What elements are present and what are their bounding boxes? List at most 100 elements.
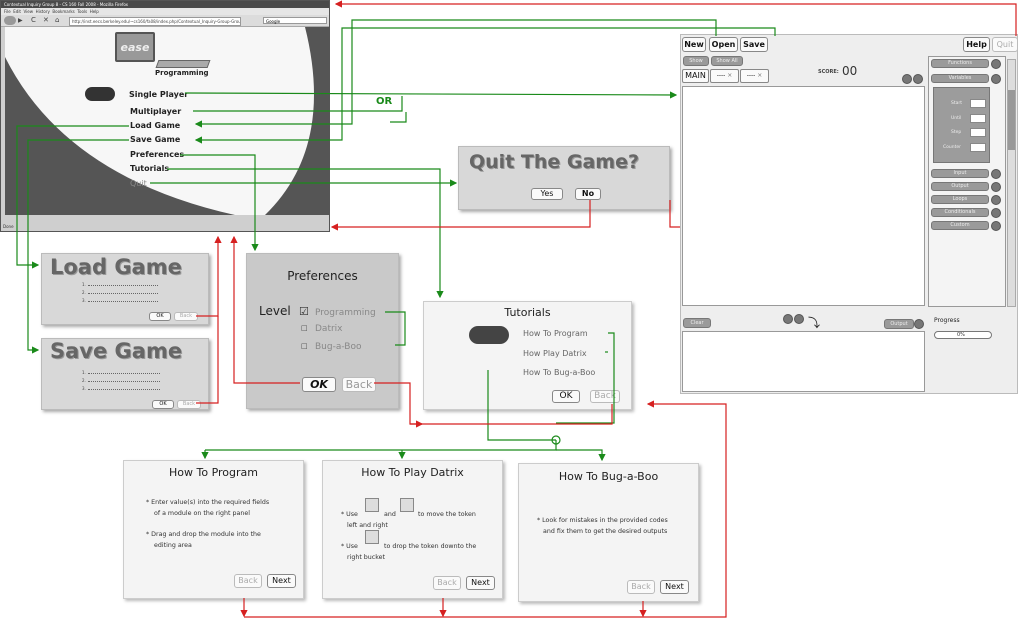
datrix-next-button[interactable]: Next bbox=[466, 576, 495, 590]
field-start-input[interactable] bbox=[970, 99, 986, 108]
back-arrow-icon[interactable] bbox=[4, 16, 16, 25]
tab-3-close-icon[interactable]: × bbox=[757, 72, 763, 79]
program-next-button[interactable]: Next bbox=[267, 574, 296, 588]
arrow-branch bbox=[205, 440, 557, 451]
module-variables-toggle-icon[interactable] bbox=[991, 74, 1001, 84]
save-slot-3[interactable]: 3. bbox=[82, 386, 86, 391]
pref-check-bug[interactable]: □ bbox=[301, 342, 308, 350]
quit-no-button[interactable]: No bbox=[575, 188, 601, 200]
menu-preferences[interactable]: Preferences bbox=[130, 150, 185, 159]
menu-quit[interactable]: Quit bbox=[130, 179, 147, 188]
tutorial-item-datrix[interactable]: How Play Datrix bbox=[523, 349, 587, 358]
tutorial-item-program[interactable]: How To Program bbox=[523, 329, 588, 338]
load-slot-2[interactable]: 2. bbox=[82, 290, 86, 295]
pref-back-button[interactable]: Back bbox=[342, 377, 376, 392]
tutorials-back-button[interactable]: Back bbox=[590, 390, 620, 403]
pref-option-datrix[interactable]: Datrix bbox=[315, 324, 343, 334]
program-back-button[interactable]: Back bbox=[234, 574, 262, 588]
module-output-toggle-icon[interactable] bbox=[991, 182, 1001, 192]
output-button[interactable]: Output bbox=[884, 319, 914, 329]
module-input-toggle-icon[interactable] bbox=[991, 169, 1001, 179]
datrix-drop: to drop the token downto the bbox=[384, 543, 477, 550]
tutorials-dialog: Tutorials How To Program How Play Datrix… bbox=[423, 301, 632, 410]
branch-junction bbox=[551, 435, 561, 445]
pref-option-bug[interactable]: Bug-a-Boo bbox=[315, 342, 362, 352]
pref-check-programming[interactable]: ☑ bbox=[299, 305, 309, 318]
editor-show-all-button[interactable]: Show All bbox=[711, 56, 743, 66]
menu-help[interactable]: Help bbox=[89, 9, 99, 14]
save-slot-2[interactable]: 2. bbox=[82, 378, 86, 383]
menu-file[interactable]: File bbox=[4, 9, 11, 14]
load-slot-3[interactable]: 3. bbox=[82, 298, 86, 303]
module-input[interactable]: Input bbox=[931, 169, 989, 178]
menu-save-game[interactable]: Save Game bbox=[130, 135, 181, 144]
pref-option-programming[interactable]: Programming bbox=[315, 308, 376, 318]
url-bar[interactable]: http://inst.eecs.berkeley.edu/~cs160/fa0… bbox=[69, 17, 241, 26]
field-until-input[interactable] bbox=[970, 114, 986, 123]
module-variables[interactable]: Variables bbox=[931, 74, 989, 83]
play-circle-icon[interactable] bbox=[783, 314, 793, 324]
menu-history[interactable]: History bbox=[35, 9, 50, 14]
clear-button[interactable]: Clear bbox=[683, 318, 711, 328]
tab-main[interactable]: MAIN bbox=[682, 69, 709, 83]
load-back-button[interactable]: Back bbox=[174, 312, 198, 321]
editor-new-button[interactable]: New bbox=[682, 37, 706, 52]
stop-icon[interactable]: ✕ bbox=[43, 16, 49, 24]
bug-back-button[interactable]: Back bbox=[627, 580, 655, 594]
down-key-icon bbox=[365, 530, 379, 544]
editor-show-button[interactable]: Show bbox=[683, 56, 709, 66]
module-conditionals-toggle-icon[interactable] bbox=[991, 208, 1001, 218]
menu-edit[interactable]: Edit bbox=[13, 9, 21, 14]
module-panel-scroll-thumb[interactable] bbox=[1008, 90, 1015, 150]
program-line-4: * Drag and drop the module into the bbox=[146, 531, 261, 538]
menu-multiplayer[interactable]: Multiplayer bbox=[130, 107, 182, 116]
step-circle-icon[interactable] bbox=[794, 314, 804, 324]
load-slot-1[interactable]: 1. bbox=[82, 282, 86, 287]
reload-icon[interactable]: C bbox=[31, 16, 36, 24]
pref-ok-button[interactable]: OK bbox=[302, 377, 336, 392]
tutorial-item-bug[interactable]: How To Bug-a-Boo bbox=[523, 368, 596, 377]
module-functions-toggle-icon[interactable] bbox=[991, 59, 1001, 69]
quit-yes-button[interactable]: Yes bbox=[531, 188, 563, 200]
module-panel-scrollbar[interactable] bbox=[1007, 59, 1016, 307]
menu-tools[interactable]: Tools bbox=[77, 9, 88, 14]
editor-quit-button[interactable]: Quit bbox=[992, 37, 1018, 52]
editor-help-button[interactable]: Help bbox=[963, 37, 990, 52]
module-custom[interactable]: Custom bbox=[931, 221, 989, 230]
module-custom-toggle-icon[interactable] bbox=[991, 221, 1001, 231]
output-circle-icon[interactable] bbox=[914, 319, 924, 329]
save-ok-button[interactable]: OK bbox=[152, 400, 174, 409]
module-loops-toggle-icon[interactable] bbox=[991, 195, 1001, 205]
search-box[interactable]: Google bbox=[263, 17, 327, 24]
bug-next-button[interactable]: Next bbox=[660, 580, 689, 594]
tab-3[interactable]: ---- × bbox=[740, 69, 769, 83]
editor-open-button[interactable]: Open bbox=[709, 37, 738, 52]
menu-load-game[interactable]: Load Game bbox=[130, 121, 181, 130]
forward-arrow-icon[interactable]: ▶ bbox=[18, 17, 23, 24]
editor-save-button[interactable]: Save bbox=[740, 37, 768, 52]
module-loops[interactable]: Loops bbox=[931, 195, 989, 204]
arrow-quit-yes-editor bbox=[669, 200, 680, 228]
tab-2[interactable]: ---- × bbox=[710, 69, 739, 83]
menu-view[interactable]: View bbox=[23, 9, 34, 14]
datrix-back-button[interactable]: Back bbox=[433, 576, 461, 590]
module-conditionals[interactable]: Conditionals bbox=[931, 208, 989, 217]
menu-tutorials[interactable]: Tutorials bbox=[130, 164, 170, 173]
menu-single-player[interactable]: Single Player bbox=[129, 90, 189, 99]
undo-circle-icon[interactable] bbox=[902, 74, 912, 84]
module-output[interactable]: Output bbox=[931, 182, 989, 191]
editing-area[interactable] bbox=[682, 86, 925, 306]
field-counter-input[interactable] bbox=[970, 143, 986, 152]
pref-check-datrix[interactable]: □ bbox=[301, 324, 308, 332]
load-ok-button[interactable]: OK bbox=[149, 312, 171, 321]
redo-circle-icon[interactable] bbox=[913, 74, 923, 84]
bug-title: How To Bug-a-Boo bbox=[558, 470, 659, 483]
tab-2-close-icon[interactable]: × bbox=[727, 72, 733, 79]
save-back-button[interactable]: Back bbox=[177, 400, 201, 409]
home-icon[interactable]: ⌂ bbox=[55, 16, 60, 24]
tutorials-ok-button[interactable]: OK bbox=[552, 390, 580, 403]
menu-bookmarks[interactable]: Bookmarks bbox=[52, 9, 75, 14]
module-functions[interactable]: Functions bbox=[931, 59, 989, 68]
save-slot-1[interactable]: 1. bbox=[82, 370, 86, 375]
field-step-input[interactable] bbox=[970, 128, 986, 137]
